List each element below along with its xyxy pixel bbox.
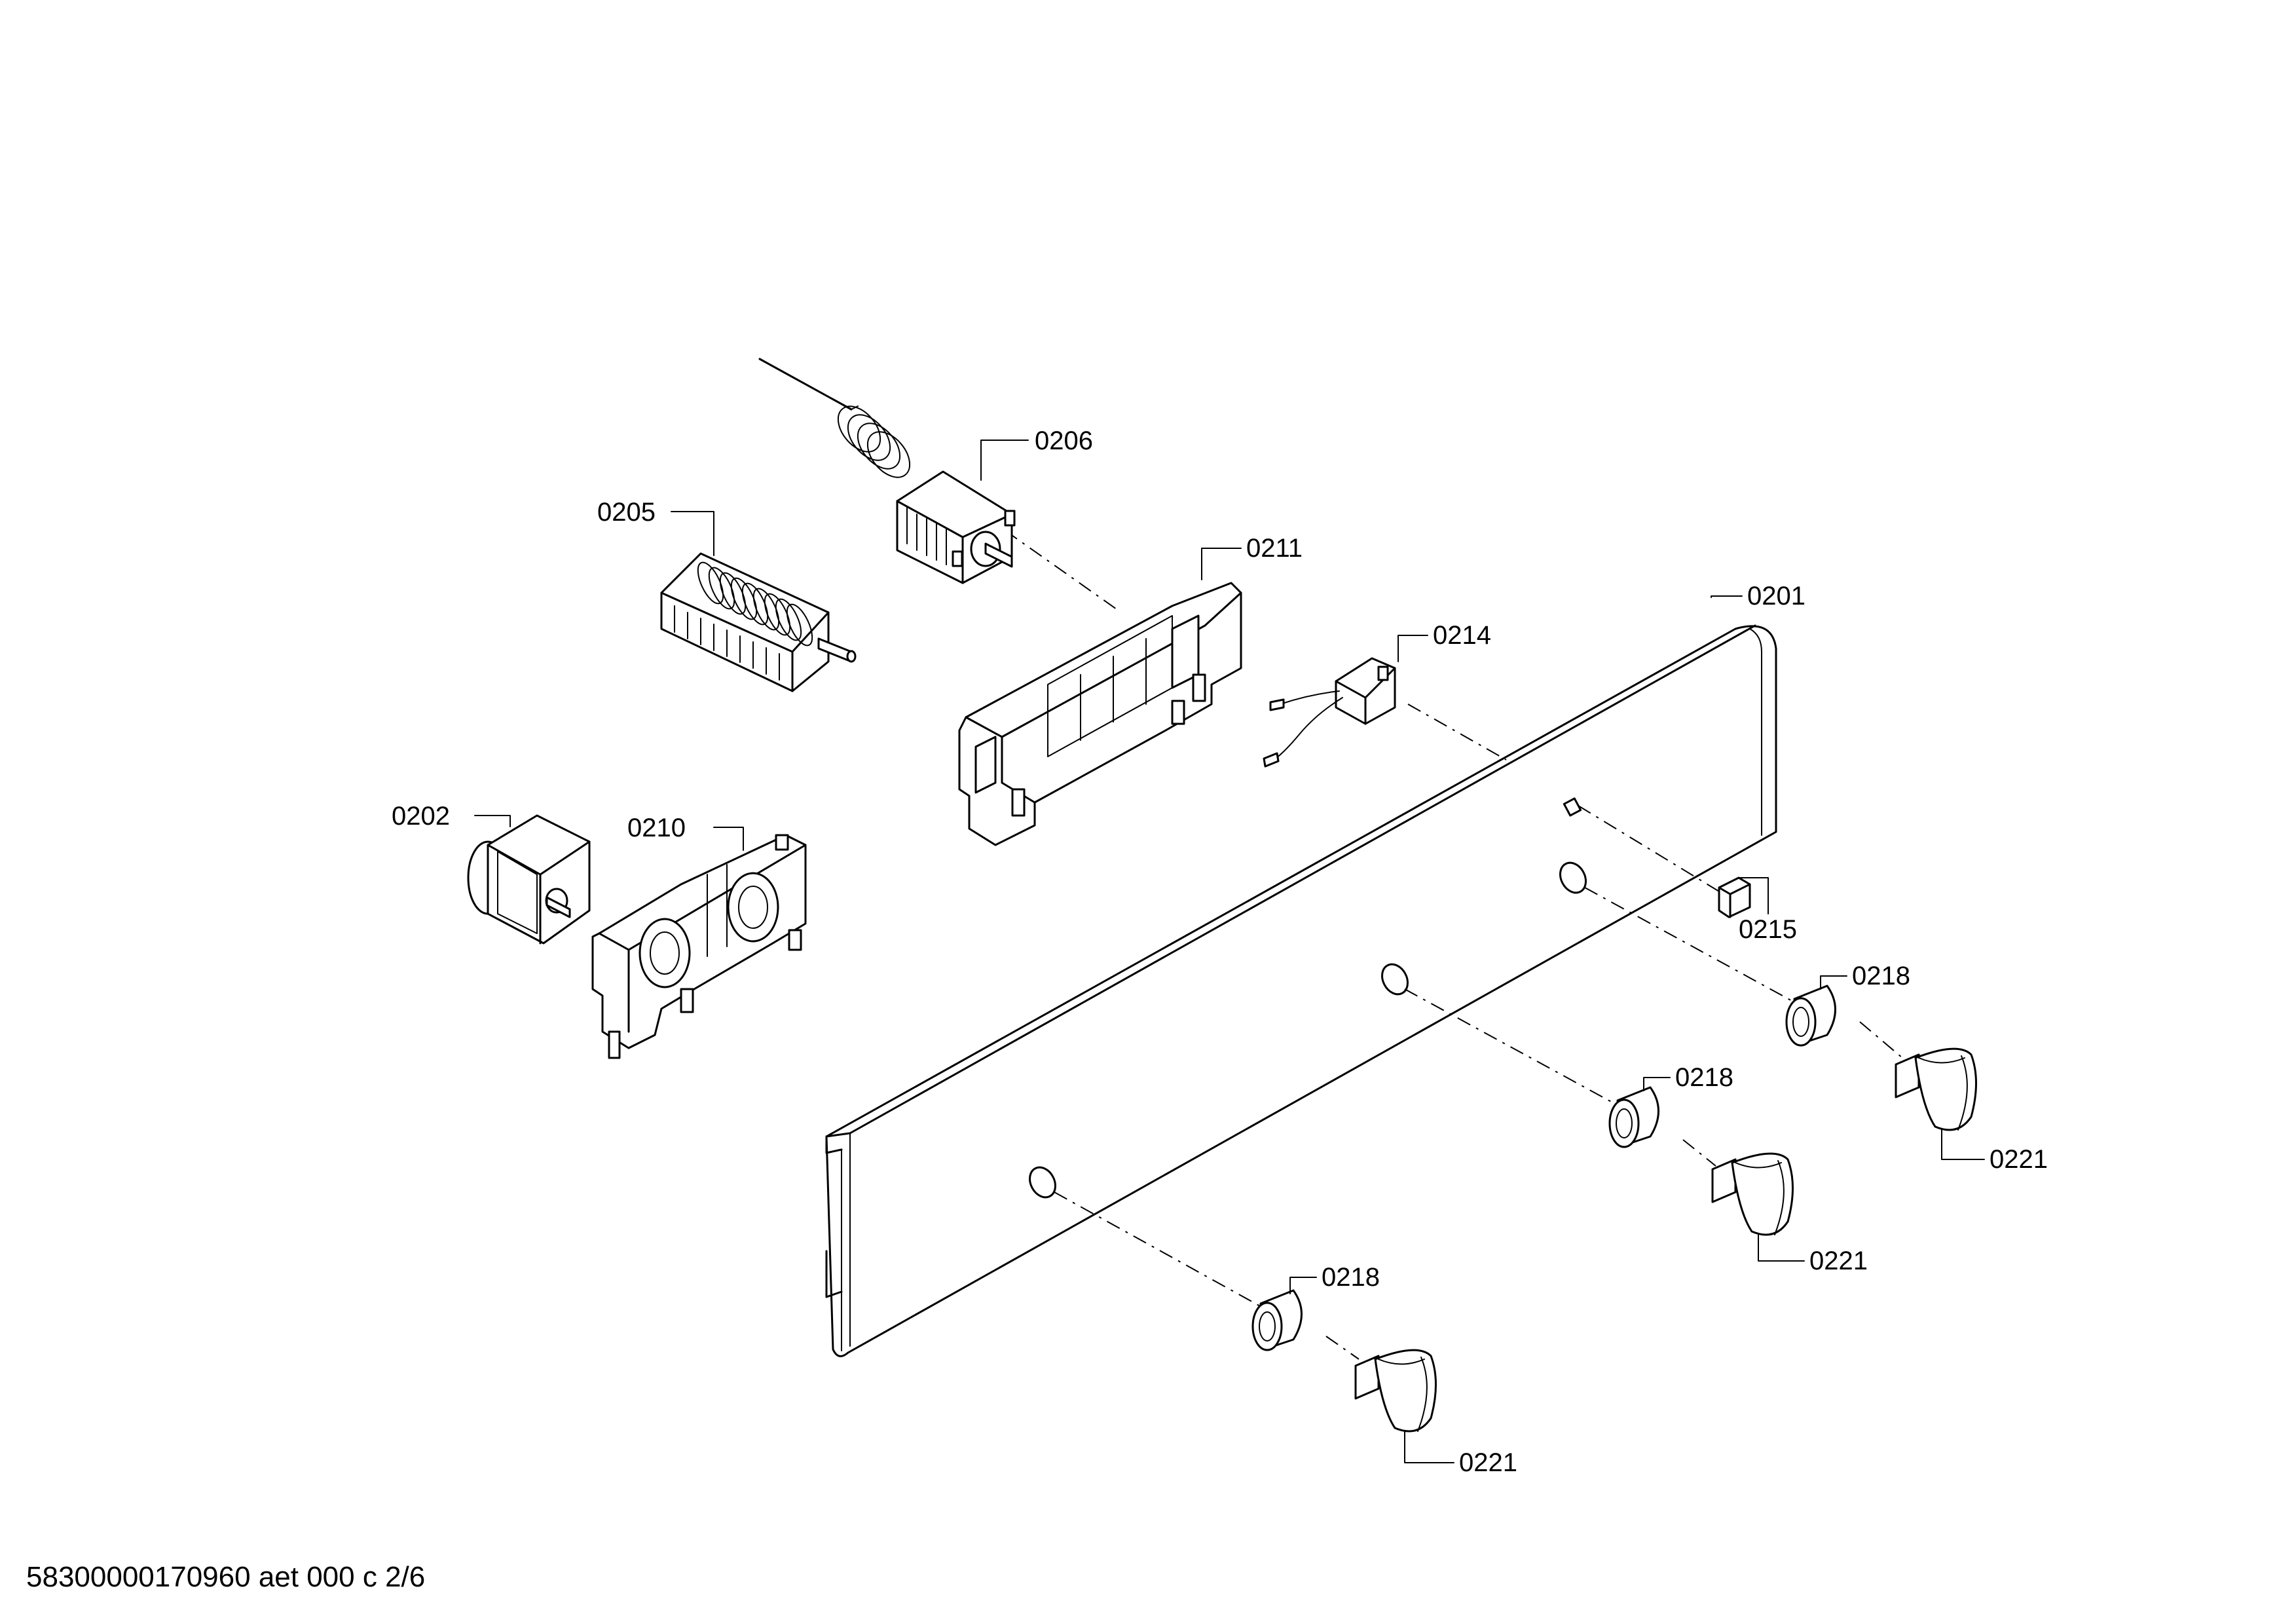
- control-panel-0201: [825, 624, 1777, 1357]
- callout-0202: 0202: [392, 802, 450, 831]
- callout-0210: 0210: [627, 814, 686, 842]
- callout-0218-middle: 0218: [1675, 1063, 1733, 1092]
- callout-0201: 0201: [1747, 582, 1805, 610]
- thermostat-0206: [758, 358, 1016, 584]
- document-id: 58300000170960 aet 000 c 2/6: [26, 1561, 425, 1593]
- bushing-0218-upper: [1785, 985, 1836, 1047]
- bracket-0210: [591, 834, 807, 1059]
- knob-0221-upper: [1895, 1047, 1977, 1131]
- indicator-0215: [1718, 876, 1751, 918]
- bushing-0218-middle: [1608, 1086, 1659, 1148]
- assembly-centerlines: [1005, 530, 1903, 1360]
- callout-0218-upper: 0218: [1852, 962, 1910, 990]
- timer-0202: [467, 814, 591, 945]
- callout-0221-lower: 0221: [1459, 1448, 1517, 1477]
- leader-lines: [474, 440, 1985, 1463]
- knob-0221-middle: [1711, 1152, 1794, 1236]
- callout-0221-upper: 0221: [1990, 1145, 2048, 1174]
- callout-0218-lower: 0218: [1322, 1263, 1380, 1292]
- callout-0206: 0206: [1035, 426, 1093, 455]
- selector-switch-0205: [660, 552, 857, 692]
- wire-harness-0214: [1263, 657, 1396, 768]
- callout-0215: 0215: [1739, 915, 1797, 944]
- bracket-0211: [958, 582, 1242, 846]
- bushing-0218-lower: [1251, 1289, 1303, 1351]
- callout-0221-middle: 0221: [1809, 1247, 1868, 1275]
- knob-0221-lower: [1354, 1349, 1437, 1433]
- callout-0205: 0205: [597, 498, 656, 527]
- callout-0214: 0214: [1433, 621, 1491, 650]
- callout-0211: 0211: [1246, 534, 1303, 563]
